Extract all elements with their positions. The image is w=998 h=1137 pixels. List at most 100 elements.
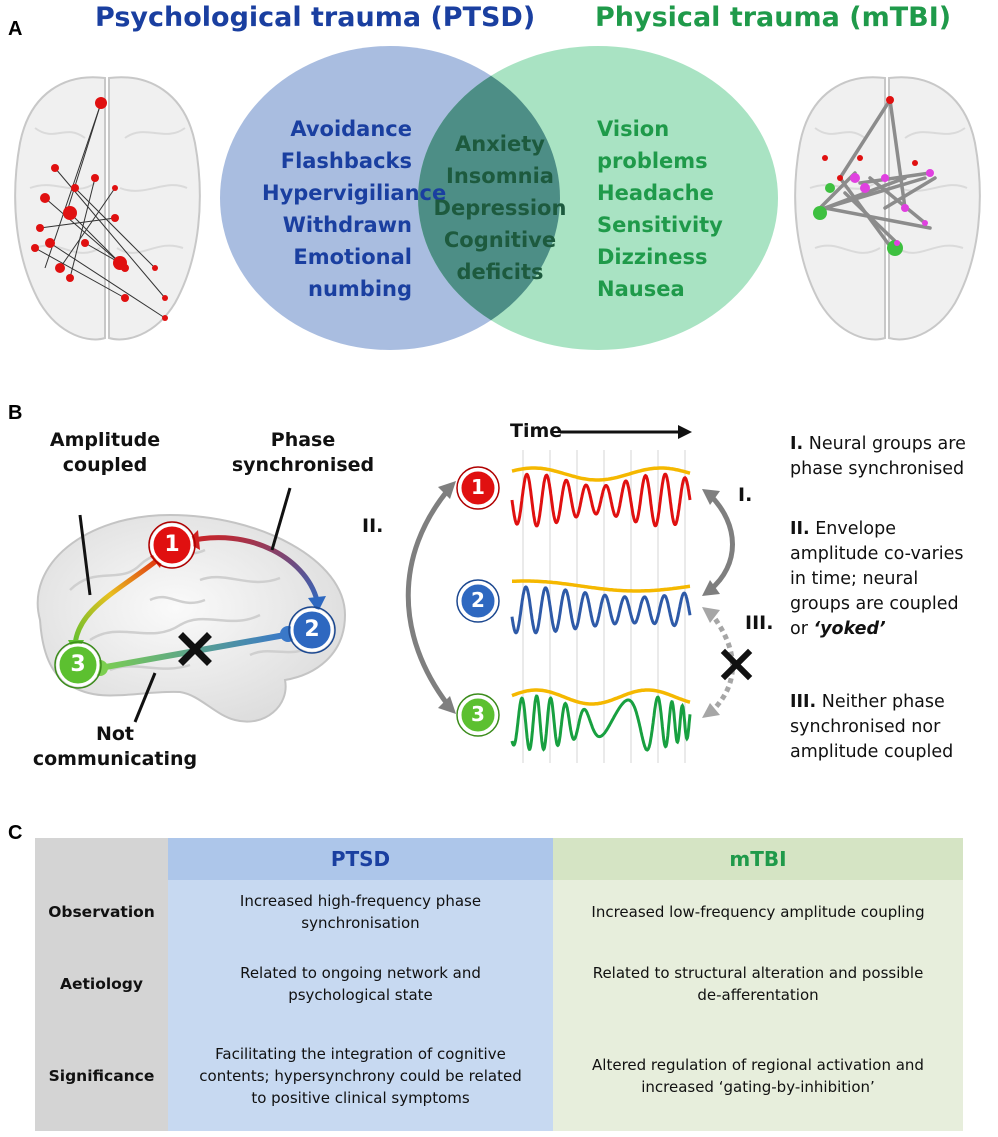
ptsd-title: Psychological trauma (PTSD): [95, 2, 536, 33]
legend-line: II. Envelope: [790, 517, 995, 542]
mtbi-symptom: Headache: [597, 181, 714, 205]
mtbi-symptom: Sensitivity: [597, 213, 723, 237]
ptsd-symptom: Hypervigiliance: [262, 181, 447, 205]
pointer-line-amplitude: [78, 514, 92, 596]
roman-i-label: I.: [738, 484, 753, 506]
cell-line: Related to structural alteration and pos…: [592, 964, 924, 982]
ptsd-symptom: Withdrawn: [282, 213, 412, 237]
legend-text: or: [790, 619, 808, 639]
ptsd-column: [168, 838, 553, 1131]
panel-letter-c: C: [8, 822, 23, 844]
phase-arrowhead-left: [186, 530, 200, 550]
row-label-significance: Significance: [48, 1067, 155, 1085]
legend-line: III. Neither phase: [790, 690, 995, 715]
wave-node-1: [456, 466, 500, 510]
cell-line: de-afferentation: [697, 986, 819, 1004]
cell-line: Facilitating the integration of cognitiv…: [215, 1045, 506, 1063]
pointer-line-not: [133, 672, 157, 723]
shared-symptom: Depression: [433, 196, 567, 220]
cell-line: synchronisation: [301, 914, 420, 932]
label-column: [35, 838, 168, 1131]
node-2: [288, 606, 336, 654]
ptsd-symptom: Flashbacks: [280, 149, 412, 173]
node-3-label: 3: [70, 652, 86, 677]
node-1: [148, 521, 196, 569]
cross-icon: [178, 632, 212, 666]
phase-synchronised-label: Phase synchronised: [228, 428, 378, 478]
cell-line: to positive clinical symptoms: [251, 1089, 470, 1107]
mtbi-connections: [813, 98, 937, 255]
label-line: Not: [95, 723, 135, 745]
wave-1: [510, 472, 692, 528]
wave-node-1-label: 1: [471, 475, 485, 499]
mtbi-column-header: mTBI: [553, 838, 963, 880]
ptsd-brain-network: [14, 76, 201, 341]
legend-item-ii: II. Envelope amplitude co-varies in time…: [790, 517, 995, 642]
node-1-label: 1: [164, 532, 180, 557]
row-label-observation: Observation: [48, 903, 155, 921]
mtbi-symptom: Vision: [597, 117, 670, 141]
wave-2: [510, 585, 692, 635]
shared-symptom: deficits: [456, 260, 544, 284]
arrow-ii-head-bottom: [438, 696, 456, 714]
legend-line: amplitude co-varies: [790, 544, 964, 564]
amplitude-coupled-label: Amplitude coupled: [40, 428, 170, 478]
node-3: [54, 641, 102, 689]
node-2-label: 2: [304, 617, 320, 642]
row-label-aetiology: Aetiology: [59, 975, 144, 993]
mtbi-column: [553, 838, 963, 1131]
ptsd-cell: Related to ongoing network and psycholog…: [168, 958, 553, 1010]
mtbi-cell: Increased low-frequency amplitude coupli…: [553, 886, 963, 938]
arrow-i-head-top: [702, 489, 720, 505]
oscillation-diagram: [405, 425, 753, 763]
overlap-region: [418, 46, 560, 350]
cell-line: increased ‘gating-by-inhibition’: [641, 1078, 875, 1096]
wave-3: [510, 694, 692, 752]
not-communicating-label: Not communicating: [30, 722, 200, 772]
legend-line: phase synchronised: [790, 459, 965, 479]
envelope-2: [512, 579, 691, 593]
legend-text: Neural groups are: [808, 434, 966, 454]
ptsd-symptom: Avoidance: [290, 117, 412, 141]
cell-line: Related to ongoing network and: [240, 964, 481, 982]
brain-side-icon: [36, 513, 347, 723]
label-line: Amplitude: [49, 429, 161, 451]
legend-item-iii: III. Neither phase synchronised nor ampl…: [790, 690, 995, 765]
ptsd-nodes: [31, 97, 168, 321]
roman-iii-label: III.: [745, 612, 774, 634]
legend-line: or ‘yoked’: [790, 617, 995, 642]
mtbi-symptom: Dizziness: [597, 245, 708, 269]
comparison-table: PTSD mTBI Observation Increased high-fre…: [35, 838, 963, 1131]
shared-symptom: Cognitive: [443, 228, 557, 252]
cell-line: Increased high-frequency phase: [239, 892, 482, 910]
shared-symptom: Anxiety: [455, 132, 545, 156]
arrow-ii-head-top: [438, 481, 456, 499]
legend-line: amplitude coupled: [790, 742, 954, 762]
ptsd-symptom-list: Avoidance Flashbacks Hypervigiliance Wit…: [262, 113, 447, 305]
mtbi-symptom: problems: [597, 149, 708, 173]
wave-node-3-label: 3: [471, 702, 485, 726]
pointer-line-phase: [270, 487, 292, 551]
mtbi-symptom-list: Vision problems Headache Sensitivity Diz…: [597, 113, 747, 305]
legend-text: Neither phase: [821, 692, 945, 712]
shared-symptom-list: Anxiety Insomnia Depression Cognitive de…: [420, 128, 580, 288]
mtbi-cell: Related to structural alteration and pos…: [553, 958, 963, 1010]
legend-num: III.: [790, 692, 817, 712]
phase-arrowhead-right: [308, 596, 326, 612]
time-arrowhead-icon: [678, 425, 692, 439]
amplitude-arc: [72, 556, 162, 649]
mtbi-brain-network: [794, 76, 981, 341]
label-line: synchronised: [231, 454, 375, 476]
arrow-iii-head-top: [702, 607, 720, 623]
legend-item-i: I. Neural groups are phase synchronised: [790, 432, 995, 482]
legend-line: groups are coupled: [790, 594, 959, 614]
ptsd-column-header: PTSD: [168, 838, 553, 880]
envelope-1: [511, 466, 691, 482]
mtbi-title: Physical trauma (mTBI): [595, 2, 952, 33]
label-line: Phase: [270, 429, 336, 451]
brain-outline-icon: [14, 76, 201, 341]
roman-ii-label: II.: [362, 515, 384, 537]
ptsd-symptom: numbing: [308, 277, 412, 301]
arrow-ii: [405, 488, 450, 707]
mtbi-symptom: Nausea: [597, 277, 685, 301]
